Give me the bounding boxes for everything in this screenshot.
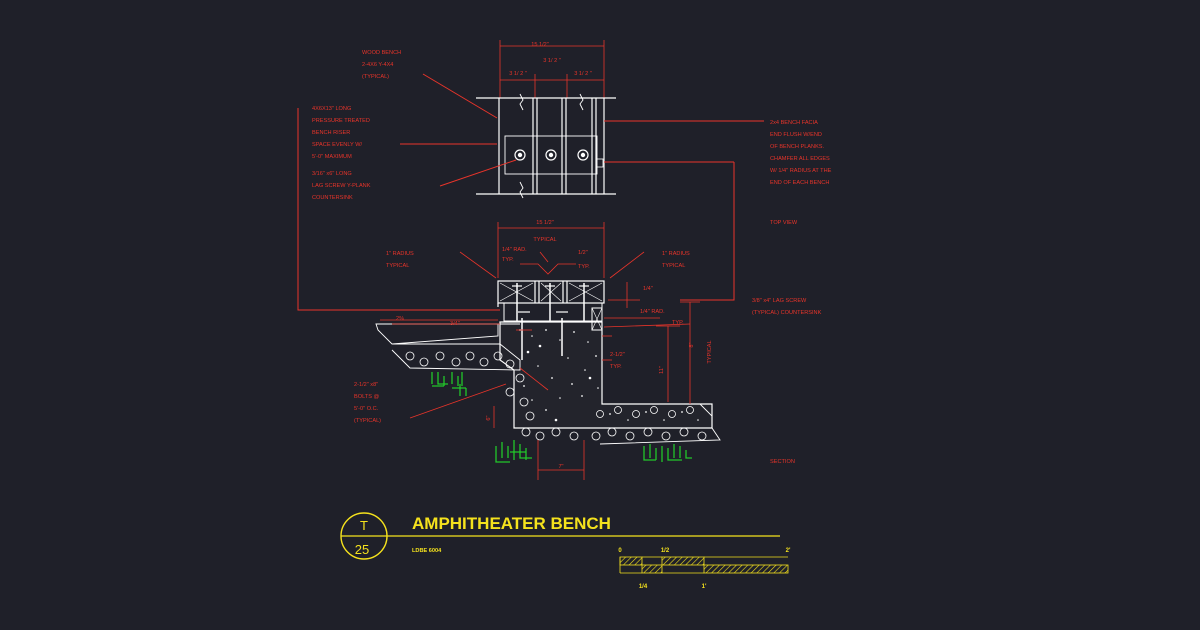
note-lag-screw-1: (TYPICAL) COUNTERSINK xyxy=(752,310,822,316)
note-fascia-3: CHAMFER ALL EDGES xyxy=(770,156,830,162)
section-gravel xyxy=(375,323,721,445)
note-slope: 2% xyxy=(396,316,404,322)
top-view-text: 15 1/2" 3 1/ 2 " 3 1/ 2 " 3 1/ 2 " WOOD … xyxy=(312,42,832,226)
scale-label-half: 1/2 xyxy=(661,548,670,554)
note-wood-bench-0: WOOD BENCH xyxy=(362,50,401,56)
note-riser-2: BENCH RISER xyxy=(312,130,350,136)
note-two-half-0: 2-1/2" xyxy=(610,352,625,358)
note-half-1: TYP. xyxy=(578,264,590,270)
note-lag-0: 3/16" x6" LONG xyxy=(312,171,352,177)
note-rad-quarter-0: 1/4" RAD. xyxy=(502,247,527,253)
detail-number: 25 xyxy=(355,542,369,557)
note-radius-right-1: TYPICAL xyxy=(662,263,685,269)
note-quarter: 1/4" xyxy=(643,286,653,292)
section-dim-overall: 15 1/2" xyxy=(536,220,554,226)
note-fascia-1: END FLUSH W/END xyxy=(770,132,822,138)
note-six: 6" xyxy=(486,415,492,420)
note-wood-bench-1: 2-4X6 Y-4X4 xyxy=(362,62,393,68)
scale-label-two: 2' xyxy=(786,548,791,554)
note-fascia-5: END OF EACH BENCH xyxy=(770,180,829,186)
note-riser-4: 5'-0" MAXIMUM xyxy=(312,154,352,160)
scale-label-quarter: 1/4 xyxy=(639,584,648,590)
section-grass xyxy=(431,372,692,463)
dim-overall-top: 15 1/2" xyxy=(531,42,549,48)
note-fascia-2: OF BENCH PLANKS. xyxy=(770,144,825,150)
note-riser-3: SPACE EVENLY W/ xyxy=(312,142,362,148)
note-lag-2: COUNTERSINK xyxy=(312,195,353,201)
note-radius-left-0: 1" RADIUS xyxy=(386,251,414,257)
scale-label-zero: 0 xyxy=(618,548,622,554)
note-typ: TYP. xyxy=(672,320,684,326)
note-radius-right-0: 1" RADIUS xyxy=(662,251,690,257)
note-rad-quarter-1: TYP. xyxy=(502,257,514,263)
note-half-0: 1/2" xyxy=(578,250,588,256)
section-text: 15 1/2" TYPICAL 1/4" RAD. TYP. 1/2" TYP.… xyxy=(354,220,822,470)
note-fascia-4: W/ 1/4" RADIUS AT THE xyxy=(770,168,832,174)
detail-letter: T xyxy=(360,518,368,533)
section-bench xyxy=(497,280,605,360)
dim-right: 3 1/ 2 " xyxy=(574,71,592,77)
top-view xyxy=(476,40,616,199)
scale-bar: 0 1/2 2' 1/4 1' xyxy=(618,548,791,590)
top-view-leaders xyxy=(297,73,764,311)
note-seven: 7" xyxy=(558,464,563,470)
drawing-title: AMPHITHEATER BENCH xyxy=(412,514,611,533)
note-eight: 8" xyxy=(689,342,695,347)
note-lag-screw-0: 3/8" x4" LAG SCREW xyxy=(752,298,807,304)
note-lag-1: LAG SCREW Y-PLANK xyxy=(312,183,371,189)
note-two-half-1: TYP. xyxy=(610,364,622,370)
section-dimensions xyxy=(380,222,700,480)
note-riser-0: 4X6X13" LONG xyxy=(312,106,351,112)
note-rad-quarter-2: 1/4" RAD. xyxy=(640,309,665,315)
note-riser-1: PRESSURE TREATED xyxy=(312,118,370,124)
section-label: SECTION xyxy=(770,459,795,465)
note-eleven: 11" xyxy=(659,366,665,374)
note-three-quarter: 3/4" xyxy=(450,321,460,327)
drawing-code: LDBE 6004 xyxy=(412,548,442,554)
title-block: T 25 AMPHITHEATER BENCH LDBE 6004 0 1/2 … xyxy=(340,512,791,590)
scale-label-one: 1' xyxy=(702,584,707,590)
dim-left: 3 1/ 2 " xyxy=(509,71,527,77)
note-eight-typical: TYPICAL xyxy=(707,340,713,363)
note-bolts-0: 2-1/2" x8" xyxy=(354,382,378,388)
dim-gap: 3 1/ 2 " xyxy=(543,58,561,64)
note-bolts-2: 5'-0" O.C. xyxy=(354,406,379,412)
note-bolts-1: BOLTS @ xyxy=(354,394,379,400)
note-wood-bench-2: (TYPICAL) xyxy=(362,74,389,80)
section-dim-typical: TYPICAL xyxy=(533,237,556,243)
note-bolts-3: (TYPICAL) xyxy=(354,418,381,424)
note-fascia-0: 2x4 BENCH FACIA xyxy=(770,120,818,126)
note-radius-left-1: TYPICAL xyxy=(386,263,409,269)
top-view-label: TOP VIEW xyxy=(770,220,798,226)
